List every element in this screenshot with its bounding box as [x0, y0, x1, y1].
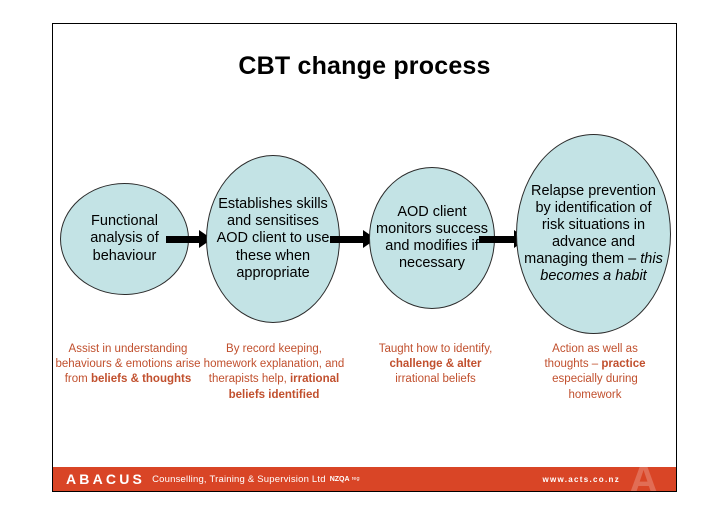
footer-branding: ABACUS Counselling, Training & Supervisi… — [66, 467, 360, 491]
stage-label: Functional analysis of behaviour — [90, 213, 159, 264]
page-title: CBT change process — [238, 52, 491, 80]
website-url[interactable]: www.acts.co.nz — [542, 474, 620, 484]
caption-functional-analysis: Assist in understanding behaviours & emo… — [53, 342, 203, 388]
brand-tagline: Counselling, Training & Supervision Ltd — [152, 473, 326, 485]
stage-node-aod-monitors[interactable]: AOD client monitors success and modifies… — [369, 167, 495, 309]
caption-aod-monitors: Taught how to identify, challenge & alte… — [368, 342, 503, 388]
abacus-watermark-icon: A — [629, 467, 658, 491]
caption-text: Taught how to identify, — [378, 343, 493, 355]
stage-label-italic: this becomes a habit — [540, 251, 663, 285]
stage-node-establishes-skills[interactable]: Establishes skills and sensitises AOD cl… — [206, 155, 340, 323]
caption-emphasis: irrational beliefs identified — [228, 373, 340, 401]
stage-node-relapse-prevention[interactable]: Relapse prevention by identification of … — [516, 134, 671, 334]
stage-label: Establishes skills and sensitises AOD cl… — [216, 196, 330, 281]
caption-establishes-skills: By record keeping, homework explanation,… — [198, 342, 350, 403]
nzqa-badge-suffix: reg — [351, 476, 360, 482]
arrow-shaft — [479, 235, 514, 243]
caption-text: irrational beliefs — [395, 373, 476, 386]
caption-text: especially during homework — [552, 373, 638, 401]
arrow-shaft — [330, 235, 363, 243]
caption-text: Action as well as thoughts – — [544, 343, 638, 371]
nzqa-badge: NZQA — [329, 475, 350, 483]
brand-name: ABACUS — [66, 471, 146, 487]
caption-text: By record keeping, homework explanation,… — [203, 343, 345, 386]
caption-emphasis: practice — [601, 358, 646, 371]
slide-canvas: CBT change process Functional analysis o… — [52, 23, 677, 492]
stage-label: AOD client monitors success and modifies… — [376, 203, 489, 272]
stage-label: Relapse prevention by identification of … — [517, 183, 670, 286]
caption-emphasis: beliefs & thoughts — [90, 373, 192, 386]
caption-relapse-prevention: Action as well as thoughts – practice es… — [531, 342, 659, 403]
stage-label-normal: Relapse prevention by identification of … — [524, 182, 656, 268]
arrow-shaft — [166, 235, 199, 243]
footer-banner: A ABACUS Counselling, Training & Supervi… — [53, 467, 676, 491]
caption-text: Assist in understanding behaviours & emo… — [55, 343, 201, 386]
caption-emphasis: challenge & alter — [389, 358, 482, 371]
